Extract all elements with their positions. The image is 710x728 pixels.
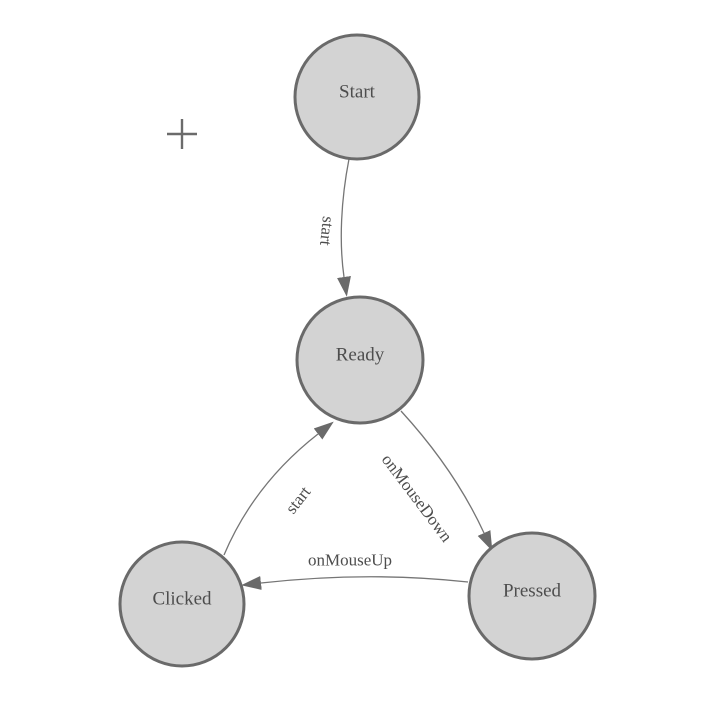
node-circle-pressed[interactable] bbox=[467, 531, 597, 661]
node-clicked[interactable]: Clicked bbox=[118, 540, 246, 668]
node-label-pressed: Pressed bbox=[503, 581, 562, 602]
node-circle-ready[interactable] bbox=[295, 295, 425, 425]
edge-ready-to-pressed[interactable] bbox=[400, 410, 493, 552]
node-label-clicked: Clicked bbox=[152, 589, 212, 610]
node-circle-start[interactable] bbox=[293, 33, 421, 161]
edge-label-pressed-to-clicked: onMouseUp bbox=[308, 551, 392, 570]
edge-label-clicked-to-ready: start bbox=[282, 482, 315, 517]
node-label-ready: Ready bbox=[336, 345, 385, 366]
edge-label-start-to-ready: start bbox=[316, 215, 338, 246]
node-label-start: Start bbox=[339, 82, 376, 103]
node-pressed[interactable]: Pressed bbox=[467, 531, 597, 661]
node-start[interactable]: Start bbox=[293, 33, 421, 161]
node-circle-clicked[interactable] bbox=[118, 540, 246, 668]
node-ready[interactable]: Ready bbox=[295, 295, 425, 425]
edge-start-to-ready[interactable] bbox=[337, 158, 351, 297]
crosshair-cursor bbox=[167, 119, 197, 149]
edge-clicked-to-ready[interactable] bbox=[223, 421, 334, 556]
edge-pressed-to-clicked[interactable] bbox=[241, 576, 469, 590]
